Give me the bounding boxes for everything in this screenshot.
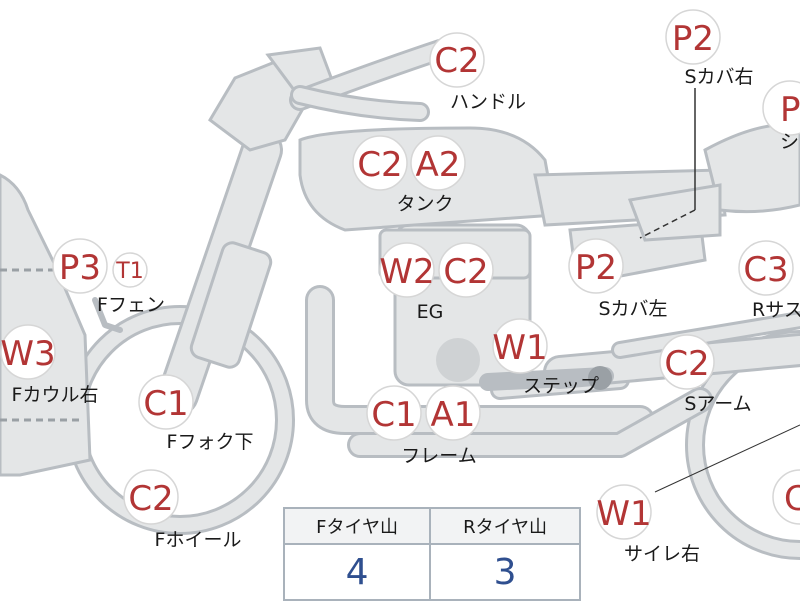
code-frame-2: A1 bbox=[431, 395, 476, 435]
code-f-fork-lower-1: C1 bbox=[143, 384, 188, 424]
code-step-1: W1 bbox=[492, 328, 547, 368]
code-silencer-right-1: W1 bbox=[596, 494, 651, 534]
code-s-cover-left-1: P2 bbox=[575, 248, 617, 288]
code-tank-1: C2 bbox=[357, 145, 402, 185]
part-swing-arm: C2 Sアーム bbox=[659, 334, 752, 415]
label-seat: シ bbox=[780, 131, 799, 153]
header-rear-tire: Rタイヤ山 bbox=[429, 507, 581, 545]
label-silencer-right: サイレ右 bbox=[624, 543, 700, 565]
value-rear-tire: 3 bbox=[429, 543, 581, 601]
part-f-cowl-right: W3 Fカウル右 bbox=[0, 324, 99, 406]
part-seat: P シ bbox=[762, 80, 800, 153]
part-frame: C1 A1 フレーム bbox=[366, 385, 481, 467]
code-f-cowl-right-1: W3 bbox=[0, 334, 55, 374]
code-f-wheel-1: C2 bbox=[128, 479, 173, 519]
tire-table-header-row: Fタイヤ山 Rタイヤ山 bbox=[282, 507, 581, 545]
code-tank-2: A2 bbox=[416, 145, 461, 185]
part-r-wheel: C bbox=[772, 469, 800, 525]
code-r-sus-1: C3 bbox=[743, 250, 788, 290]
label-eg: EG bbox=[417, 301, 444, 323]
value-front-tire: 4 bbox=[282, 543, 432, 601]
label-step: ステップ bbox=[523, 375, 599, 397]
part-handle: C2 ハンドル bbox=[429, 32, 526, 113]
code-eg-2: C2 bbox=[443, 252, 488, 292]
label-f-wheel: Fホイール bbox=[155, 529, 242, 551]
label-s-cover-right: Sカバ右 bbox=[684, 66, 753, 88]
part-r-sus: C3 Rサス bbox=[738, 240, 800, 321]
tire-table-value-row: 4 3 bbox=[282, 543, 581, 601]
code-f-fender-1: P3 bbox=[59, 248, 101, 288]
tire-tread-table: Fタイヤ山 Rタイヤ山 4 3 bbox=[282, 507, 581, 601]
code-handle-1: C2 bbox=[434, 41, 479, 81]
label-handle: ハンドル bbox=[450, 91, 526, 113]
part-step: W1 ステップ bbox=[492, 318, 599, 397]
part-tank: C2 A2 タンク bbox=[352, 135, 466, 215]
code-f-fender-2: T1 bbox=[115, 259, 143, 284]
code-s-cover-right-1: P2 bbox=[672, 19, 714, 59]
label-frame: フレーム bbox=[401, 445, 476, 467]
part-s-cover-left: P2 Sカバ左 bbox=[568, 238, 668, 320]
part-silencer-right: W1 サイレ右 bbox=[596, 484, 700, 565]
part-eg: W2 C2 EG bbox=[379, 242, 494, 323]
part-s-cover-right: P2 Sカバ右 bbox=[665, 9, 754, 88]
label-f-cowl-right: Fカウル右 bbox=[12, 384, 99, 406]
label-f-fork-lower: Fフォク下 bbox=[167, 431, 254, 453]
code-r-wheel-1: C bbox=[784, 479, 800, 519]
label-r-sus: Rサス bbox=[752, 299, 800, 321]
label-f-fender: Fフェン bbox=[97, 294, 165, 316]
code-seat-1: P bbox=[780, 90, 800, 130]
part-f-wheel: C2 Fホイール bbox=[123, 469, 242, 551]
part-f-fork-lower: C1 Fフォク下 bbox=[138, 374, 254, 453]
label-s-cover-left: Sカバ左 bbox=[598, 298, 667, 320]
label-swing-arm: Sアーム bbox=[684, 393, 751, 415]
code-frame-1: C1 bbox=[371, 395, 416, 435]
header-front-tire: Fタイヤ山 bbox=[282, 507, 432, 545]
part-f-fender: P3 T1 Fフェン bbox=[52, 238, 165, 316]
code-swing-arm-1: C2 bbox=[664, 344, 709, 384]
label-tank: タンク bbox=[396, 193, 453, 215]
code-eg-1: W2 bbox=[379, 252, 434, 292]
